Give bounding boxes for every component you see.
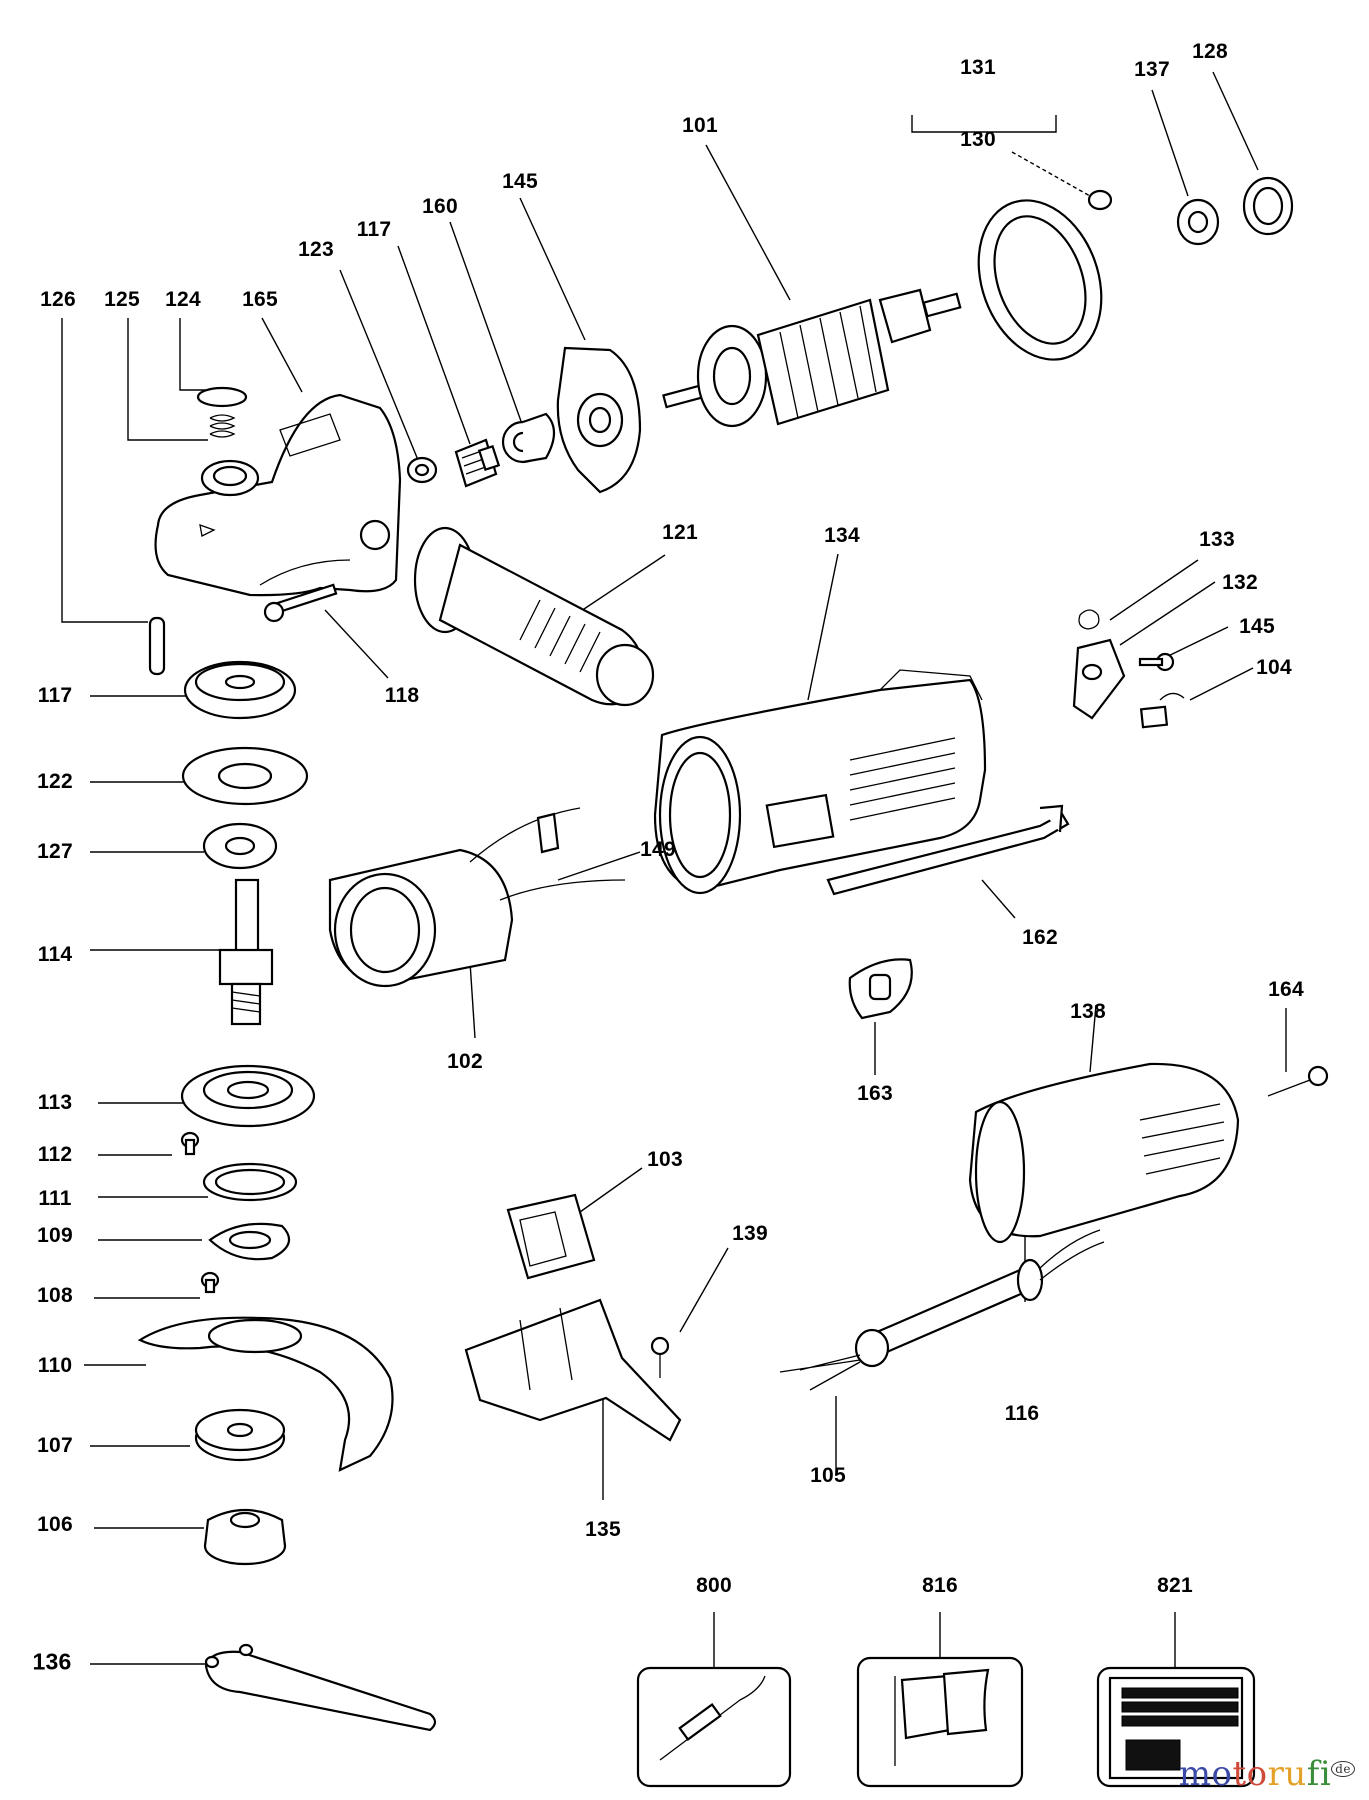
pin-126-part: [148, 616, 166, 676]
disc-122-part: [181, 746, 309, 806]
bevel-gear-117-part: [183, 660, 297, 720]
callout-165: 165: [242, 288, 278, 311]
screw-118-part: [263, 583, 338, 623]
callout-105: 105: [810, 1464, 846, 1487]
guard-110-part: [137, 1316, 394, 1472]
callout-139: 139: [732, 1222, 768, 1245]
motor-housing-part: [653, 669, 987, 895]
callout-106: 106: [37, 1513, 73, 1536]
watermark-part-3: ru: [1267, 1754, 1307, 1794]
callout-140: 145: [502, 170, 538, 193]
screw-164-part: [1267, 1065, 1329, 1097]
callout-113: 113: [37, 1091, 73, 1114]
callout-107: 107: [37, 1434, 73, 1457]
callout-125: 125: [104, 288, 140, 311]
gear-housing-part: [154, 393, 402, 597]
callout-136: 138: [1070, 1000, 1106, 1023]
watermark-part-2: to: [1232, 1754, 1268, 1794]
callout-133: 133: [1199, 528, 1235, 551]
wrench-138-part: [204, 1643, 437, 1732]
callout-149: 149: [640, 838, 676, 861]
end-cap-part: [968, 1062, 1240, 1244]
callout-121: 121: [662, 521, 698, 544]
callout-145: 145: [1239, 615, 1275, 638]
callout-124: 124: [165, 288, 201, 311]
callout-111: 111: [38, 1187, 72, 1210]
callout-160: 160: [422, 195, 458, 218]
callout-116: 116: [1004, 1402, 1040, 1425]
callout-123: 123: [298, 238, 334, 261]
nut-123-part: [406, 456, 438, 484]
accessory-800-box: [636, 1666, 792, 1788]
bearing-cover-part: [977, 189, 1113, 361]
callout-137: 135: [585, 1518, 621, 1541]
armature-part: [662, 288, 962, 428]
accessory-821-box: [1096, 1666, 1256, 1788]
callout-104: 104: [1256, 656, 1292, 679]
callout-163: 163: [857, 1082, 893, 1105]
spindle-114-part: [218, 878, 274, 1026]
callout-102: 102: [447, 1050, 483, 1073]
callout-109: 109: [37, 1224, 73, 1247]
callout-130: 130: [960, 128, 996, 151]
callout-800: 800: [696, 1574, 732, 1597]
callout-164: 164: [1268, 978, 1304, 1001]
watermark-part-4: fi: [1306, 1754, 1332, 1794]
connector-149-part: [536, 812, 560, 854]
brush-holder-132-part: [1072, 638, 1126, 720]
callout-131: 131: [960, 56, 996, 79]
sleeve-128-part: [1242, 176, 1294, 236]
carbon-brush-104-part: [1139, 692, 1185, 729]
clamp-109-part: [208, 1222, 291, 1261]
callout-122: 122: [37, 770, 73, 793]
callout-108: 108: [37, 1284, 73, 1307]
spring-part: [209, 414, 236, 438]
callout-103: 103: [647, 1148, 683, 1171]
callout-114: 114: [37, 943, 73, 966]
callout-135: 137: [1134, 58, 1170, 81]
switch-button-part: [848, 958, 913, 1020]
pinion-117-part: [454, 438, 501, 488]
screw-145-part: [1138, 652, 1175, 672]
callout-162: 162: [1022, 926, 1058, 949]
callout-117a: 117: [356, 218, 392, 241]
callout-821: 821: [1157, 1574, 1193, 1597]
callout-117b: 117: [37, 684, 73, 707]
field-coil-part: [328, 807, 626, 988]
screw-139-part: [650, 1336, 670, 1378]
screw-108-part: [200, 1271, 220, 1294]
watermark-part-1: mo: [1178, 1754, 1233, 1794]
switch-103-part: [506, 1193, 596, 1280]
callout-132: 132: [1222, 571, 1258, 594]
callout-816: 816: [922, 1574, 958, 1597]
o-ring-part: [196, 386, 248, 408]
bearing-135-part: [1176, 198, 1220, 246]
flange-113-part: [180, 1064, 316, 1128]
switch-rod-part: [826, 804, 1070, 896]
switch-holder-137-part: [464, 1298, 682, 1442]
callout-101: 101: [682, 114, 718, 137]
callout-128: 128: [1192, 40, 1228, 63]
bearing-127-part: [202, 822, 278, 870]
screw-112-part: [180, 1131, 200, 1156]
bearing-160-part: [501, 412, 556, 464]
callout-112: 112: [37, 1143, 73, 1166]
accessory-816-box: [856, 1656, 1024, 1788]
ring-111-part: [202, 1162, 298, 1202]
callout-126: 126: [40, 288, 76, 311]
callout-134: 134: [824, 524, 860, 547]
callout-118: 118: [384, 684, 420, 707]
watermark-badge: de: [1331, 1760, 1355, 1777]
brush-spring-133-part: [1078, 609, 1100, 630]
side-handle-part: [413, 526, 655, 707]
callout-138: 136: [32, 1648, 72, 1675]
flange-107-part: [194, 1408, 286, 1462]
baffle-140-part: [556, 346, 642, 494]
nut-106-part: [203, 1509, 287, 1566]
callout-127: 127: [37, 840, 73, 863]
cord-part: [779, 1229, 1105, 1391]
callout-110: 110: [37, 1354, 73, 1377]
